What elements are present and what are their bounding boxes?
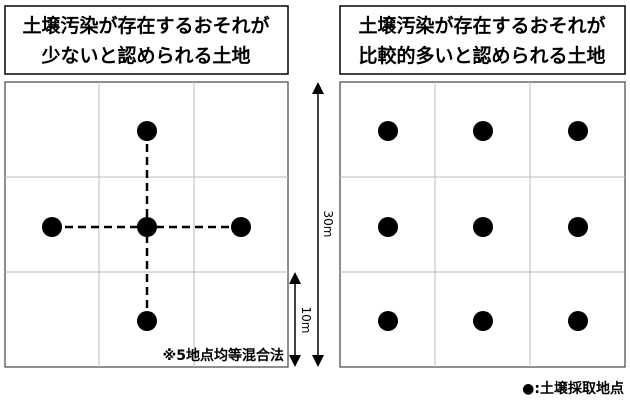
sampling-point — [137, 311, 157, 331]
dimension-30m-label: 30m — [321, 211, 335, 238]
sampling-point — [42, 217, 62, 237]
sampling-point — [378, 217, 398, 237]
legend-sampling-point: ●:土壌採取地点 — [522, 380, 624, 397]
sampling-point — [378, 121, 398, 141]
sampling-point — [473, 121, 493, 141]
left-grid: ※5地点均等混合法 — [4, 81, 289, 368]
sampling-point — [137, 121, 157, 141]
left-title-line2: 少ないと認められる土地 — [40, 44, 250, 67]
sampling-point — [568, 311, 588, 331]
sampling-point — [473, 217, 493, 237]
right-title-line1: 土壌汚染が存在するおそれが — [358, 14, 605, 37]
right-title-box: 土壌汚染が存在するおそれが 比較的多いと認められる土地 — [339, 5, 626, 75]
sampling-point — [378, 311, 398, 331]
dimension-10m-label: 10m — [299, 307, 313, 334]
left-title-line1: 土壌汚染が存在するおそれが — [22, 14, 269, 37]
sampling-point — [137, 217, 157, 237]
mixing-method-note: ※5地点均等混合法 — [163, 347, 284, 364]
right-grid — [339, 81, 626, 368]
left-title-box: 土壌汚染が存在するおそれが 少ないと認められる土地 — [4, 5, 289, 75]
sampling-point — [231, 217, 251, 237]
dimension-10m: 10m — [289, 272, 313, 367]
sampling-point — [568, 121, 588, 141]
right-title-line2: 比較的多いと認められる土地 — [358, 44, 605, 67]
sampling-point — [473, 311, 493, 331]
dimension-30m: 30m — [312, 82, 335, 367]
sampling-point — [568, 217, 588, 237]
